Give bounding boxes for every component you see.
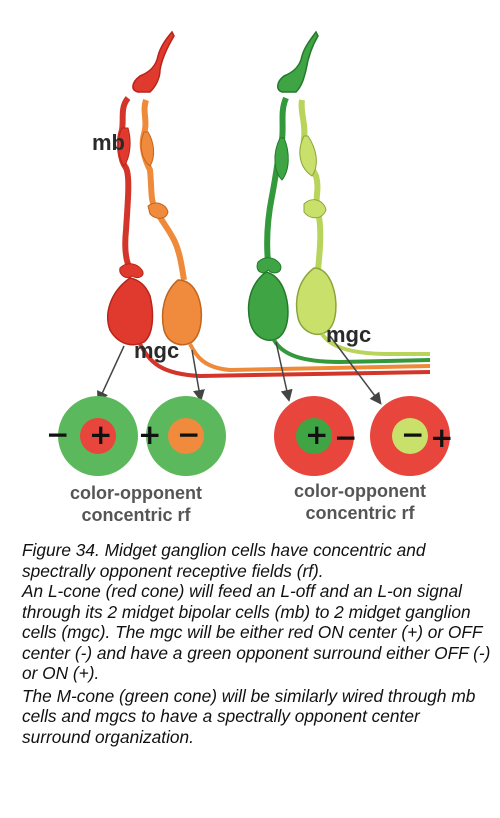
rf-caption-left: color-opponent concentric rf: [36, 482, 236, 526]
retina-wiring-diagram: [58, 30, 450, 476]
mgc-label-right: mgc: [326, 322, 372, 347]
green-midget-bipolar: [256, 96, 289, 274]
rf3-center-sign: +: [305, 418, 329, 451]
m-cone-green: [277, 30, 319, 93]
rf1-surround-sign: −: [46, 418, 70, 451]
figure-caption: Figure 34. Midget ganglion cells have co…: [22, 540, 492, 747]
rf-caption-right-line1: color-opponent: [294, 481, 426, 501]
rf4-center-sign: −: [401, 418, 425, 451]
orange-midget-ganglion-cell: [161, 279, 431, 373]
mgc-label-left: mgc: [134, 338, 180, 363]
rf-caption-left-line1: color-opponent: [70, 483, 202, 503]
l-cone-red: [132, 30, 175, 93]
rf-caption-left-line2: concentric rf: [81, 505, 191, 525]
mb-label: mb: [92, 130, 125, 155]
rf2-center-sign: −: [177, 418, 201, 451]
rf3-surround-sign: −: [334, 421, 358, 454]
red-midget-bipolar: [116, 96, 144, 279]
caption-paragraph-3: The M-cone (green cone) will be similarl…: [22, 685, 476, 747]
rf-caption-right: color-opponent concentric rf: [260, 480, 460, 524]
red-midget-ganglion-cell: [107, 277, 431, 379]
rf-1: [58, 396, 138, 476]
arrows: [97, 335, 382, 405]
rf-2: [146, 396, 226, 476]
rf2-surround-sign: +: [138, 418, 162, 451]
rf-4: [370, 396, 450, 476]
rf-3: [274, 396, 354, 476]
rf-caption-right-line2: concentric rf: [305, 503, 415, 523]
lime-midget-ganglion-cell: [295, 267, 430, 356]
orange-midget-bipolar: [139, 99, 187, 281]
lime-midget-bipolar: [298, 99, 327, 271]
caption-paragraph-2: An L-cone (red cone) will feed an L-off …: [22, 581, 491, 683]
rf4-surround-sign: +: [430, 421, 454, 454]
rf1-center-sign: +: [89, 418, 113, 451]
caption-paragraph-1: Figure 34. Midget ganglion cells have co…: [22, 540, 426, 581]
